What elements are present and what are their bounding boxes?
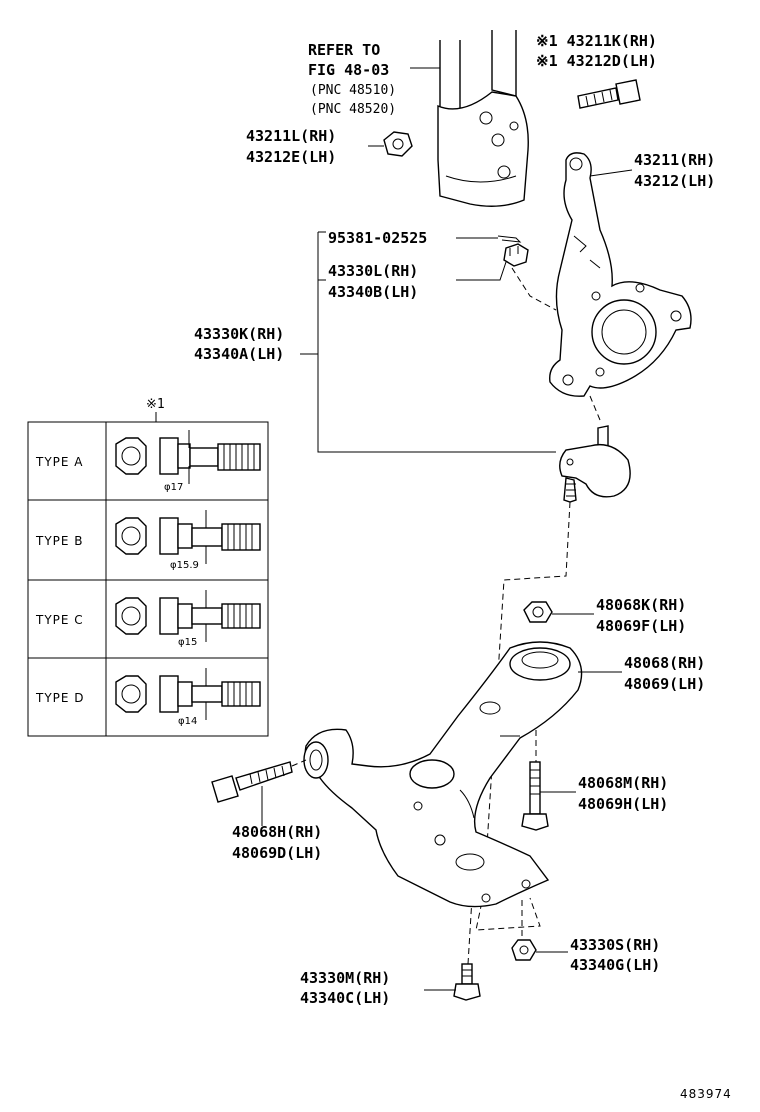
type-a-dim: φ17 (164, 482, 183, 493)
steering-knuckle (549, 152, 692, 397)
label-bolt-horiz-rh: 48068H(RH) (232, 823, 322, 841)
top-nut (383, 131, 413, 157)
type-d-label: TYPE D (35, 691, 85, 705)
label-knuckle-lh: 43212(LH) (634, 172, 715, 190)
label-nut-bot-rh: 43330S(RH) (570, 936, 660, 954)
bottom-nut (511, 939, 537, 961)
types-marker: ※1 (146, 397, 165, 412)
label-ball-joint-lh: 43340A(LH) (194, 345, 284, 363)
type-d-bolt-icon (115, 668, 261, 720)
bottom-bolt (453, 963, 481, 1001)
type-b-label: TYPE B (35, 534, 84, 548)
refer-line-3: (PNC 48510) (310, 83, 396, 98)
type-c-bolt-icon (115, 590, 261, 642)
label-nut-mid-rh: 48068K(RH) (596, 596, 686, 614)
label-bolt-top-lh: ※1 43212D(LH) (536, 52, 657, 70)
type-a-label: TYPE A (35, 455, 84, 469)
castle-nut (503, 243, 529, 267)
label-nut-top-rh: 43211L(RH) (246, 127, 336, 145)
cotter-pin (497, 235, 522, 243)
refer-line-2: FIG 48-03 (308, 61, 389, 79)
type-a-bolt-icon (115, 430, 261, 484)
label-knuckle-rh: 43211(RH) (634, 151, 715, 169)
label-bolt-vert-lh: 48069H(LH) (578, 795, 668, 813)
top-bolt (577, 79, 641, 109)
type-c-dim: φ15 (178, 637, 197, 648)
label-nut-top-lh: 43212E(LH) (246, 148, 336, 166)
diagram-number: 483974 (680, 1087, 732, 1101)
label-nut-mid-lh: 48069F(LH) (596, 617, 686, 635)
types-table (27, 421, 269, 737)
refer-line-1: REFER TO (308, 41, 380, 59)
lower-control-arm (303, 641, 583, 908)
label-castle-nut-rh: 43330L(RH) (328, 262, 418, 280)
label-arm-rh: 48068(RH) (624, 654, 705, 672)
type-d-dim: φ14 (178, 716, 197, 727)
label-ball-joint-rh: 43330K(RH) (194, 325, 284, 343)
type-c-label: TYPE C (35, 613, 84, 627)
label-bolt-vert-rh: 48068M(RH) (578, 774, 668, 792)
refer-line-4: (PNC 48520) (310, 102, 396, 117)
type-b-dim: φ15.9 (170, 560, 199, 571)
label-pin: 95381-02525 (328, 229, 427, 247)
type-b-bolt-icon (115, 510, 261, 564)
label-arm-lh: 48069(LH) (624, 675, 705, 693)
vertical-bolt (521, 761, 549, 831)
label-castle-nut-lh: 43340B(LH) (328, 283, 418, 301)
label-bolt-top-rh: ※1 43211K(RH) (536, 32, 657, 50)
label-bolt-bot-rh: 43330M(RH) (300, 969, 390, 987)
mid-nut (523, 601, 553, 623)
label-nut-bot-lh: 43340G(LH) (570, 956, 660, 974)
label-bolt-horiz-lh: 48069D(LH) (232, 844, 322, 862)
label-bolt-bot-lh: 43340C(LH) (300, 989, 390, 1007)
strut-assembly (437, 30, 529, 207)
ball-joint (559, 425, 631, 503)
horizontal-bolt (211, 761, 293, 803)
